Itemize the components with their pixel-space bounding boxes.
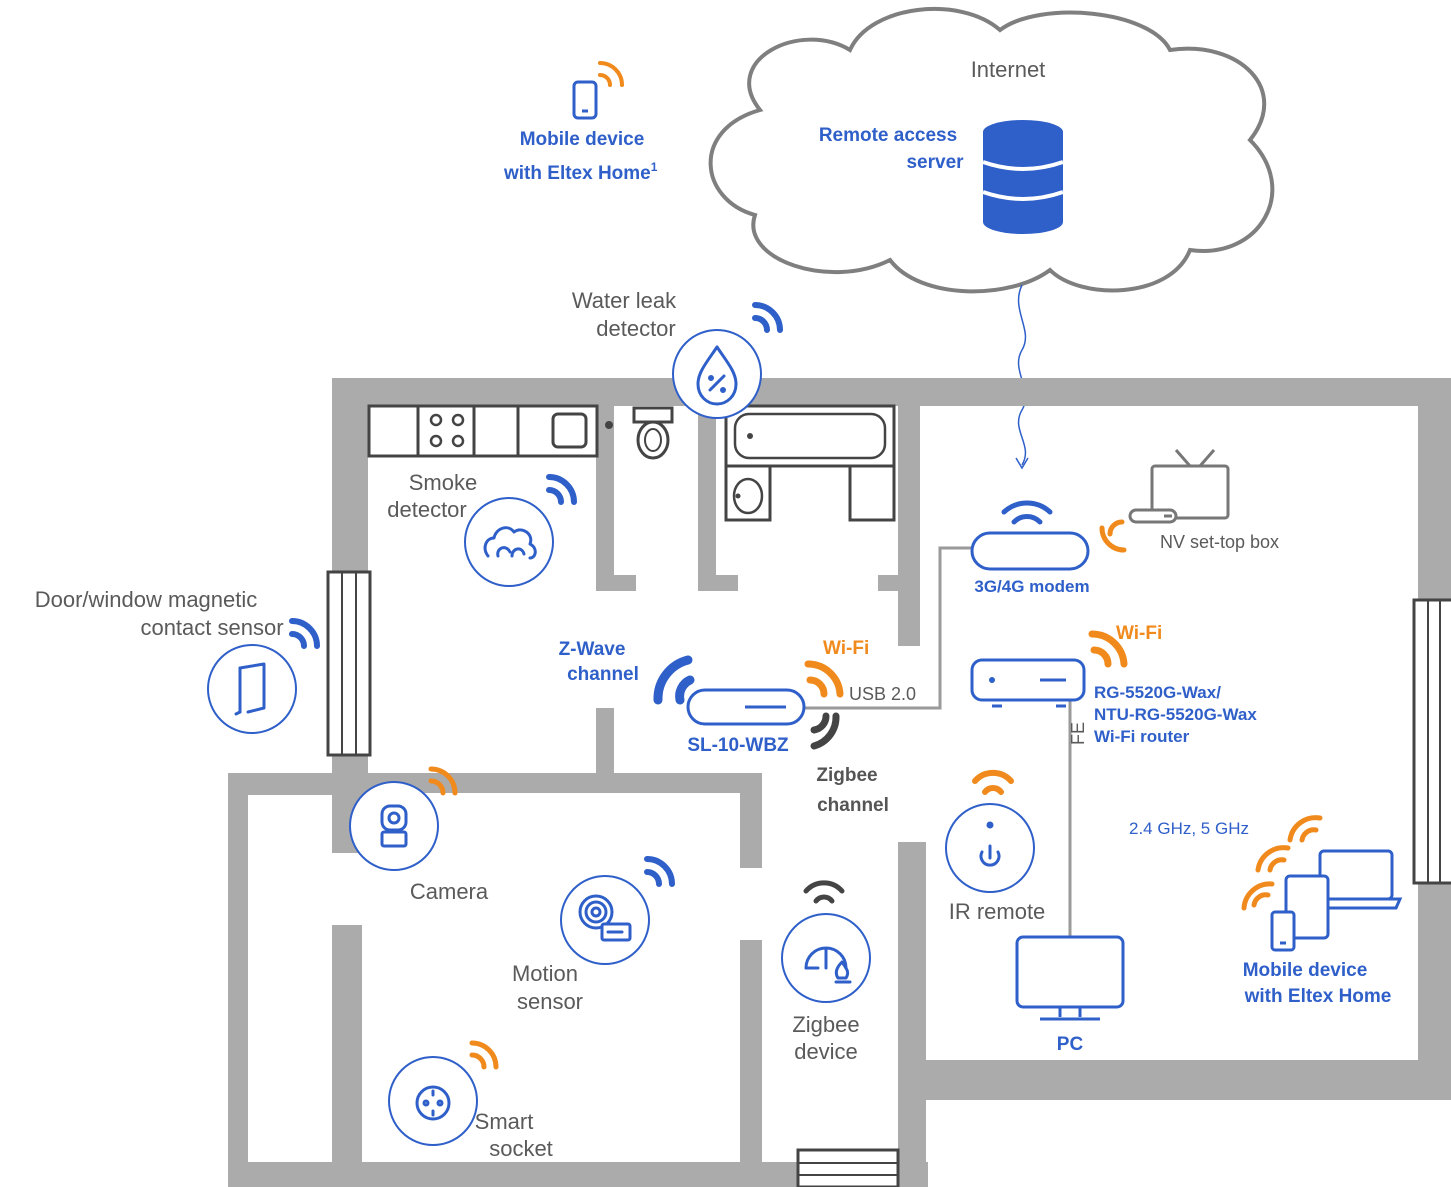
wifi-signal-icon [1088,630,1128,668]
tv-icon [1128,449,1230,524]
usb-cable [805,546,972,710]
window-right [1412,598,1451,885]
mobile-top-line2: with Eltex Home1 [503,160,658,184]
wifi-signal-icon [972,769,1014,795]
smoke-detector[interactable] [464,497,554,587]
bathtub [724,404,896,522]
fe-label: FE [1068,722,1088,745]
water-leak-label-1: Water leak [572,288,677,313]
smoke-icon [483,526,537,560]
wifi-signal-icon [804,660,844,698]
zwave-signal-icon [546,474,577,505]
smoke-label-2: detector [387,497,467,522]
window-bottom [796,1148,900,1187]
water-leak-detector[interactable] [672,329,762,419]
window-left [326,570,372,757]
power-icon [979,821,1001,867]
mobile-top-line1: Mobile device [520,129,645,150]
motion-icon [578,894,632,942]
door-sensor-label-1: Door/window magnetic [35,587,258,612]
kitchen-counter [367,404,599,458]
usb-label: USB 2.0 [849,684,916,704]
water-leak-label-2: detector [596,316,676,341]
door-icon [234,662,266,716]
tablet-icon [1284,874,1330,940]
wifi-signal-icon [428,766,458,796]
modem-label: 3G/4G modem [974,577,1089,596]
water-drop-icon [696,345,738,406]
zigbee-channel-label-2: channel [817,795,889,816]
socket-label-1: Smart [475,1109,534,1134]
door-window-sensor[interactable] [207,644,297,734]
pc-monitor-icon [1015,935,1125,1021]
zwave-signal-icon [644,856,675,887]
motion-sensor[interactable] [560,875,650,965]
internet-label: Internet [971,57,1046,82]
zigbee-channel-icon [810,712,840,750]
zwave-channel-label-2: channel [567,664,639,685]
gauge-icon [804,946,852,984]
wall-dot [605,421,613,429]
zwave-channel-icon [653,655,695,705]
phone-icon [1270,910,1296,952]
server-label-1: Remote access [819,125,957,146]
zigbee-device-label-1: Zigbee [792,1012,859,1037]
socket-icon [415,1085,451,1121]
link-arrowhead [1015,457,1029,470]
wifi-signal-icon [469,1040,499,1070]
modem-wifi-icon [1001,500,1053,525]
mobile-right-line2: with Eltex Home [1244,986,1392,1007]
wifi-signal-icon [1099,519,1127,553]
wifi-left-label: Wi-Fi [823,638,869,659]
zwave-channel-label-1: Z-Wave [559,639,626,660]
zwave-signal-icon [752,302,783,333]
router-led-icon [989,677,995,683]
internet-link [1017,284,1027,466]
wifi-signal-icon [1241,815,1323,911]
zwave-signal-icon [289,618,320,649]
server-label-2: server [906,152,964,173]
database-icon [982,120,1064,234]
toilet [632,406,674,460]
camera-icon [380,804,408,848]
frequency-label: 2.4 GHz, 5 GHz [1129,819,1249,838]
mobile-right-line1: Mobile device [1243,960,1368,981]
motion-label-2: sensor [517,989,583,1014]
motion-label-1: Motion [512,961,578,986]
pc-label: PC [1057,1034,1084,1055]
ir-remote-label: IR remote [949,899,1046,924]
floor-plan-walls [228,378,1451,1187]
router-label-1: RG-5520G-Wax/ [1094,683,1221,702]
camera-device[interactable] [349,781,439,871]
sl-10-wbz-label: SL-10-WBZ [687,735,789,756]
smoke-label-1: Smoke [409,470,477,495]
smart-socket[interactable] [388,1056,478,1146]
stb-label: NV set-top box [1160,532,1279,552]
modem-device[interactable] [970,531,1090,571]
mobile-top-icon [572,61,624,120]
zigbee-device-label-2: device [794,1039,858,1064]
camera-label: Camera [410,879,489,904]
router-device[interactable] [970,658,1086,702]
wifi-right-label: Wi-Fi [1116,623,1162,644]
door-sensor-label-2: contact sensor [140,615,283,640]
zigbee-signal-icon [803,880,845,904]
router-label-3: Wi-Fi router [1094,727,1190,746]
zigbee-channel-label-1: Zigbee [816,765,877,786]
router-label-2: NTU-RG-5520G-Wax [1094,705,1257,724]
socket-label-2: socket [489,1136,553,1161]
